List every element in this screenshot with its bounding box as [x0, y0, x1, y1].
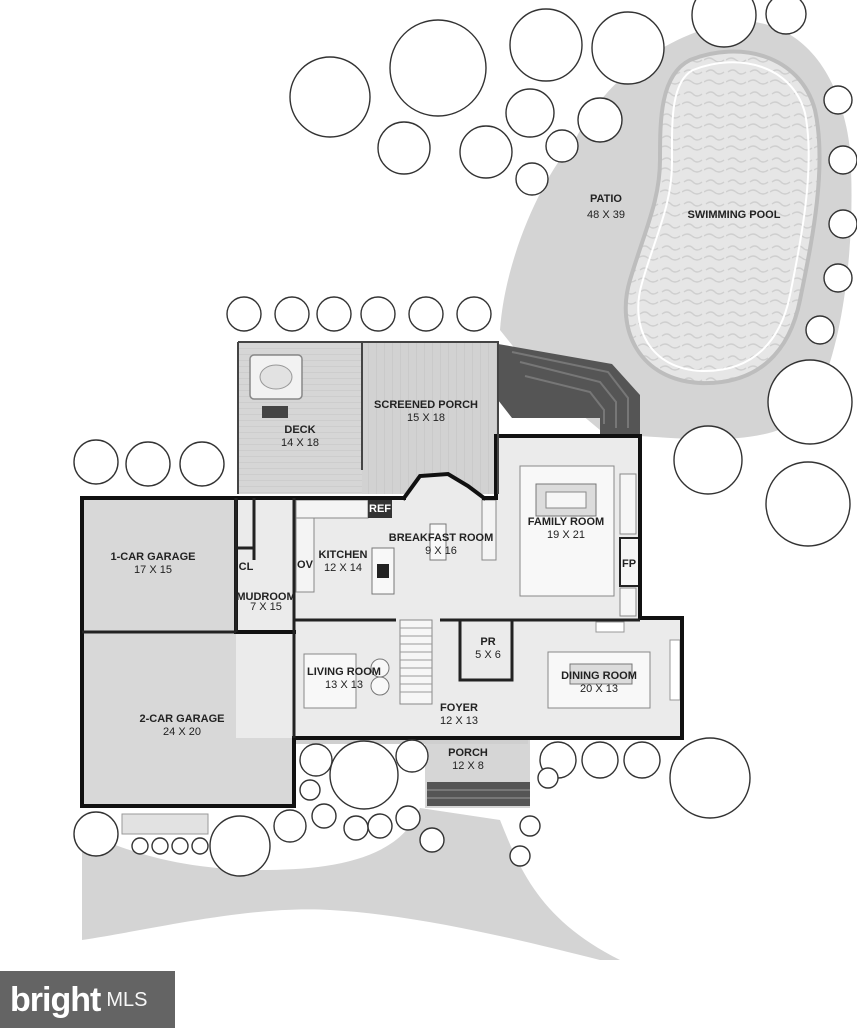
patio-steps — [498, 344, 640, 434]
kitchen-label: KITCHEN — [319, 549, 368, 561]
powder-size: 5 X 6 — [475, 649, 501, 661]
dining-table — [547, 651, 651, 709]
family-label: FAMILY ROOM — [528, 516, 604, 528]
kitchen-counters — [295, 499, 497, 593]
bright-mls-watermark: bright MLS — [0, 971, 175, 1028]
garage1-size: 17 X 15 — [134, 564, 172, 576]
kitchen-size: 12 X 14 — [324, 562, 362, 574]
fireplace-label: FP — [622, 558, 636, 570]
staircase — [399, 619, 433, 705]
screened-porch-label: SCREENED PORCH — [374, 399, 478, 411]
porch-size: 12 X 8 — [452, 760, 484, 772]
porch-label: PORCH — [448, 747, 488, 759]
mudroom-size: 7 X 15 — [250, 601, 282, 613]
living-size: 13 X 13 — [325, 679, 363, 691]
landscape-trees — [73, 0, 857, 877]
watermark-suffix: MLS — [106, 988, 148, 1011]
living-label: LIVING ROOM — [307, 666, 381, 678]
deck-size: 14 X 18 — [281, 437, 319, 449]
fireplace — [619, 473, 641, 617]
family-size: 19 X 21 — [547, 529, 585, 541]
kitchen-island — [371, 547, 395, 595]
pool-label: SWIMMING POOL — [688, 209, 781, 221]
screened-porch-floor — [362, 342, 498, 494]
driveway — [82, 808, 620, 960]
powder-label: PR — [480, 636, 495, 648]
swimming-pool — [623, 49, 822, 386]
closet-label: CL — [239, 561, 254, 573]
family-room-rug — [519, 465, 615, 597]
dining-size: 20 X 13 — [580, 683, 618, 695]
screened-porch-size: 15 X 18 — [407, 412, 445, 424]
patio-size: 48 X 39 — [587, 209, 625, 221]
hot-tub — [249, 354, 303, 418]
porch-walls — [237, 341, 499, 494]
breakfast-size: 9 X 16 — [425, 545, 457, 557]
exterior-walls — [80, 434, 684, 808]
foyer-label: FOYER — [440, 702, 478, 714]
ref-label: REF — [369, 503, 391, 515]
deck-label: DECK — [284, 424, 315, 436]
garage2-label: 2-CAR GARAGE — [140, 713, 225, 725]
garage2-size: 24 X 20 — [163, 726, 201, 738]
oven-label: OV — [297, 559, 314, 571]
breakfast-table — [429, 523, 447, 561]
planter — [121, 813, 209, 835]
porch-steps — [427, 782, 530, 806]
breakfast-label: BREAKFAST ROOM — [389, 532, 494, 544]
living-room-seating — [303, 653, 390, 709]
garage1-label: 1-CAR GARAGE — [111, 551, 196, 563]
watermark-brand: bright — [10, 980, 101, 1019]
dining-label: DINING ROOM — [561, 670, 637, 682]
foyer-size: 12 X 13 — [440, 715, 478, 727]
mudroom-label: MUDROOM — [236, 591, 295, 603]
interior-walls — [82, 498, 640, 738]
patio-label: PATIO — [590, 193, 622, 205]
